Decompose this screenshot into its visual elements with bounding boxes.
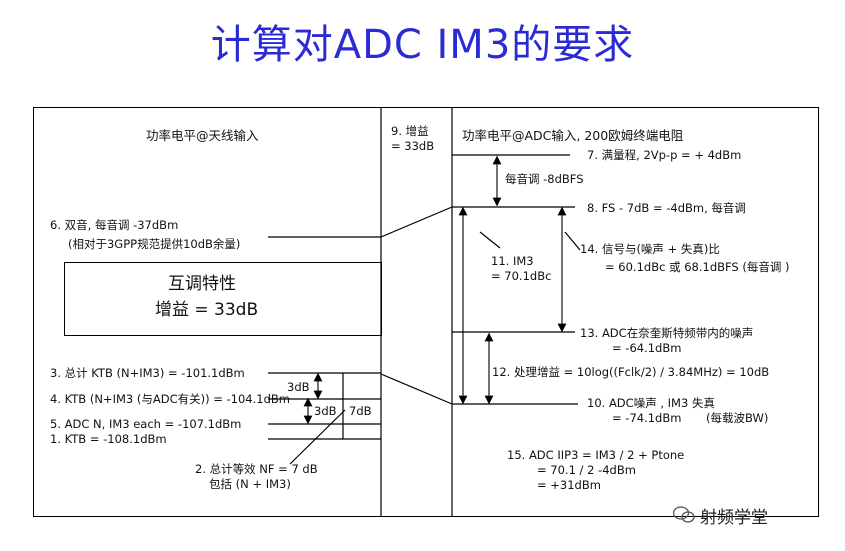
item-10-line1: 10. ADC噪声 , IM3 失真 xyxy=(587,396,715,410)
item-15-line1: 15. ADC IIP3 = IM3 / 2 + Ptone xyxy=(507,448,685,462)
diagram-frame xyxy=(33,107,819,517)
item-10-line3: (每载波BW) xyxy=(706,411,769,425)
level-6-diagonal xyxy=(380,206,453,238)
watermark-text: 射频学堂 xyxy=(700,508,768,528)
item-3: 3. 总计 KTB (N+IM3) = -101.1dBm xyxy=(50,366,245,380)
item-15-line2: = 70.1 / 2 -4dBm xyxy=(537,463,636,477)
item-14-line1: 14. 信号与(噪声 + 失真)比 xyxy=(580,242,720,256)
gain-label-line1: 9. 增益 xyxy=(391,124,429,138)
gain-label-line2: = 33dB xyxy=(391,139,435,153)
item-13-line2: = -64.1dBm xyxy=(612,341,682,355)
left-header: 功率电平@天线输入 xyxy=(146,128,259,143)
item-8: 8. FS - 7dB = -4dBm, 每音调 xyxy=(587,201,746,215)
item-11-line1: 11. IM3 xyxy=(491,254,534,268)
delta-3db-bottom: 3dB xyxy=(314,404,337,418)
per-tone-label: 每音调 -8dBFS xyxy=(505,172,584,186)
item-13-line1: 13. ADC在奈奎斯特频带内的噪声 xyxy=(580,326,754,340)
right-header: 功率电平@ADC输入, 200欧姆终端电阻 xyxy=(462,128,684,143)
item-5: 5. ADC N, IM3 each = -107.1dBm xyxy=(50,417,242,431)
box-gain: 增益 = 33dB xyxy=(155,300,259,320)
level-10-diagonal xyxy=(380,373,453,405)
im3-pointer-line xyxy=(479,231,501,249)
item-15-line3: = +31dBm xyxy=(537,478,601,492)
delta-3db-top: 3dB xyxy=(287,380,310,394)
item-11-line2: = 70.1dBc xyxy=(491,269,552,283)
item-7: 7. 满量程, 2Vp-p = + 4dBm xyxy=(587,148,742,162)
item-10-line2: = -74.1dBm xyxy=(612,411,682,425)
box-title: 互调特性 xyxy=(168,274,236,294)
item-2-line2: 包括 (N + IM3) xyxy=(209,477,291,491)
intermod-box xyxy=(64,262,382,336)
item-6-line1: 6. 双音, 每音调 -37dBm xyxy=(50,218,179,232)
nf-pointer-line xyxy=(289,409,346,465)
wechat-icon xyxy=(673,506,695,523)
delta-7db: 7dB xyxy=(349,404,372,418)
snr-pointer-line xyxy=(564,231,581,251)
item-2-line1: 2. 总计等效 NF = 7 dB xyxy=(195,462,318,476)
item-12: 12. 处理增益 = 10log((Fclk/2) / 3.84MHz) = 1… xyxy=(492,365,770,379)
item-1: 1. KTB = -108.1dBm xyxy=(50,432,167,446)
item-6-line2: (相对于3GPP规范提供10dB余量) xyxy=(68,237,241,251)
item-4: 4. KTB (N+IM3 (与ADC有关)) = -104.1dBm xyxy=(50,392,290,406)
slide-title: 计算对ADC IM3的要求 xyxy=(210,22,635,68)
item-14-line2: = 60.1dBc 或 68.1dBFS (每音调 ) xyxy=(605,260,790,274)
